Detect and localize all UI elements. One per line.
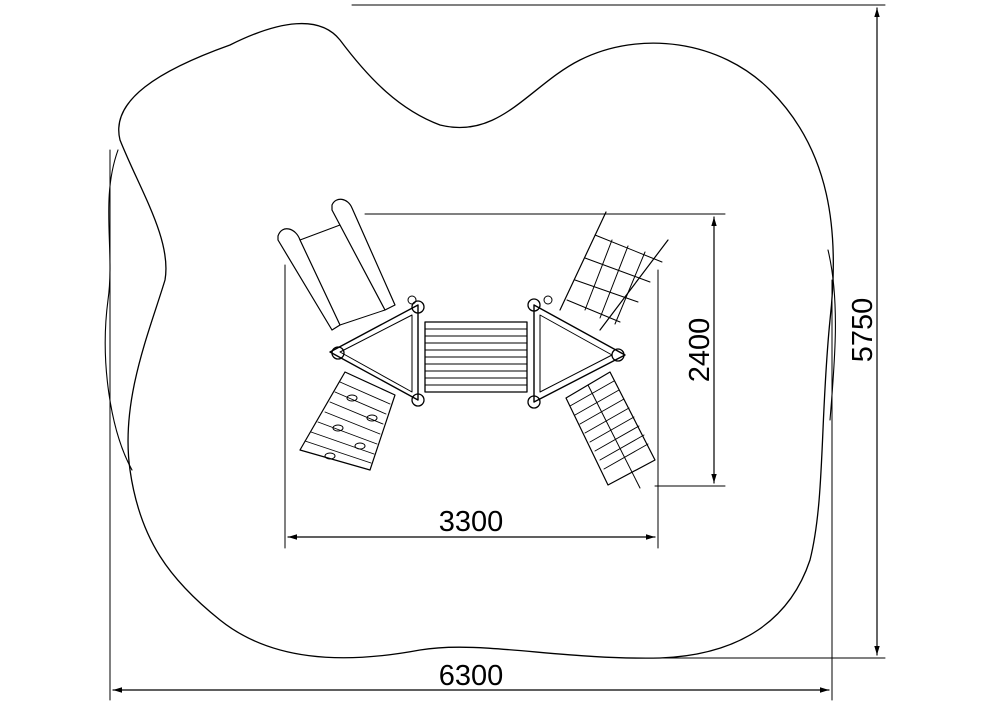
safety-zone-outline xyxy=(104,23,836,659)
play-structure xyxy=(277,198,669,489)
slide xyxy=(277,198,396,331)
dimension-lines xyxy=(112,7,880,693)
climbing-wall xyxy=(299,371,396,471)
structure-depth-label: 2400 xyxy=(684,318,716,383)
total-width-label: 6300 xyxy=(439,660,504,692)
left-platform xyxy=(329,295,425,407)
extension-lines xyxy=(109,4,886,701)
right-platform xyxy=(527,295,626,409)
total-depth-label: 5750 xyxy=(847,298,879,363)
structure-width-label: 3300 xyxy=(439,506,504,538)
stair-ramp xyxy=(565,371,656,489)
bridge xyxy=(424,321,528,393)
climbing-net xyxy=(559,211,669,331)
